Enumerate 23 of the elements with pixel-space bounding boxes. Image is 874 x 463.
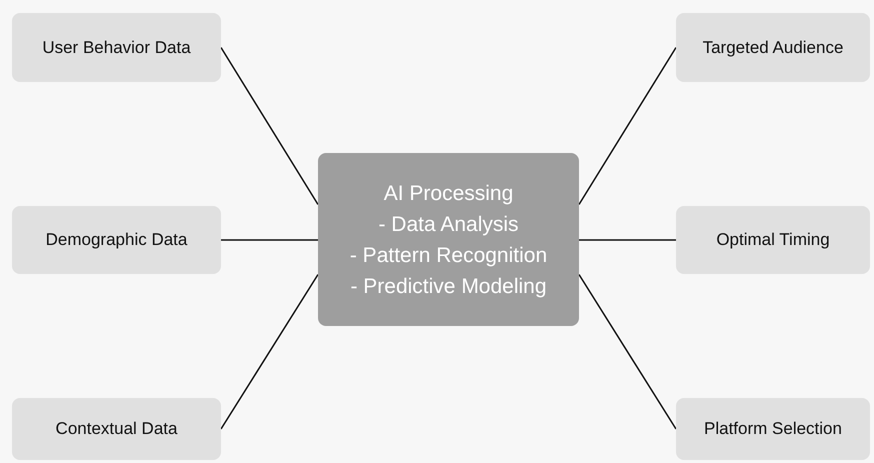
box-label: - Pattern Recognition	[350, 242, 548, 268]
box-label: Platform Selection	[704, 418, 842, 440]
data-box	[12, 206, 221, 274]
connector-line	[220, 274, 319, 430]
box-label: User Behavior Data	[42, 36, 191, 59]
box-label: Contextual Data	[56, 418, 178, 440]
box-label: - Data Analysis	[378, 212, 519, 238]
connector-line	[579, 239, 676, 241]
connector-line	[578, 47, 677, 205]
box-heading: AI Processing	[384, 180, 514, 206]
box-label: Demographic Data	[46, 229, 188, 252]
data-box	[12, 398, 221, 460]
process-box	[318, 153, 579, 326]
box-label: Targeted Audience	[702, 36, 844, 59]
data-box	[676, 206, 870, 274]
data-box	[12, 13, 221, 82]
connector-line	[578, 274, 677, 430]
box-label: Optimal Timing	[716, 229, 830, 252]
connector-line	[221, 239, 318, 241]
connector-line	[220, 47, 319, 205]
data-box	[676, 13, 870, 82]
data-box	[676, 398, 870, 460]
box-label: - Predictive Modeling	[350, 274, 547, 300]
